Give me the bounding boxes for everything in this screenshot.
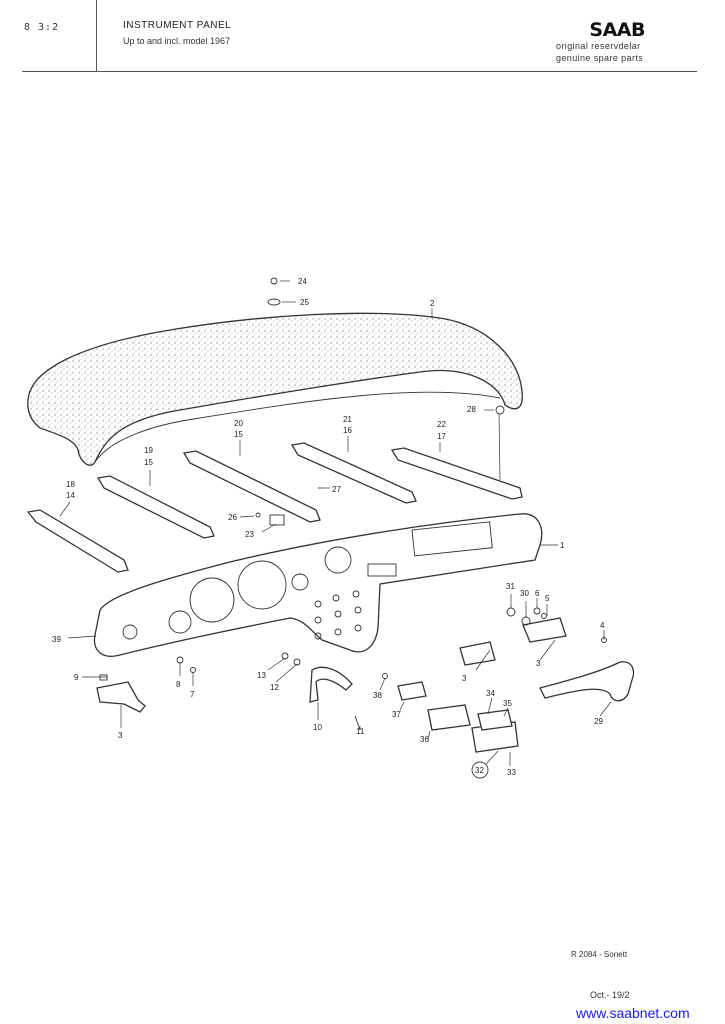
callout-11: 11 — [356, 727, 365, 736]
callout-1: 1 — [560, 541, 565, 550]
callout-28: 28 — [467, 405, 476, 414]
callout-6: 6 — [535, 589, 540, 598]
issue-date: Oct.- 19/2 — [590, 990, 630, 1000]
page-title: INSTRUMENT PANEL — [123, 20, 232, 31]
callout-30: 30 — [520, 589, 529, 598]
callout-9: 9 — [74, 673, 79, 682]
callout-labels: 1 2 3 3 3 4 5 6 7 8 9 10 11 12 13 14 15 … — [52, 277, 605, 779]
page-number: 8 3:2 — [24, 22, 60, 33]
callout-34: 34 — [486, 689, 495, 698]
header-divider — [96, 0, 97, 72]
bracket-22 — [390, 447, 523, 500]
callout-14: 14 — [66, 491, 75, 500]
panel-hole-1 — [122, 624, 138, 640]
small-gauge-right — [324, 546, 352, 574]
callout-4: 4 — [600, 621, 605, 630]
speedometer-gauge — [189, 577, 235, 623]
bracket-18 — [26, 509, 129, 573]
glovebox-opening — [411, 521, 493, 557]
ashtray-housing — [427, 704, 471, 731]
callout-37: 37 — [392, 710, 401, 719]
callout-17: 17 — [437, 432, 446, 441]
callout-8: 8 — [176, 680, 181, 689]
page-subtitle: Up to and incl. model 1967 — [123, 36, 231, 46]
callout-3: 3 — [118, 731, 123, 740]
callout-23: 23 — [245, 530, 254, 539]
callout-36: 36 — [420, 735, 429, 744]
callout-7: 7 — [190, 690, 195, 699]
brand-tagline-swedish: original reservdelar — [556, 41, 641, 51]
switch-holes — [314, 590, 362, 640]
tachometer-gauge — [237, 560, 287, 610]
crash-pad — [27, 312, 523, 466]
ashtray-drawer — [397, 681, 427, 701]
panel-hole-2 — [291, 573, 309, 591]
radio-opening — [367, 563, 397, 577]
bracket-21 — [290, 442, 417, 504]
callout-18: 18 — [66, 480, 75, 489]
callout-16: 16 — [343, 426, 352, 435]
callout-24: 24 — [298, 277, 307, 286]
figure-reference: R 2084 - Sonett — [571, 950, 628, 959]
header-rule — [22, 71, 697, 72]
callout-31: 31 — [506, 582, 515, 591]
callout-38: 38 — [373, 691, 382, 700]
bracket-19 — [96, 475, 215, 539]
callout-35: 35 — [503, 699, 512, 708]
support-bracket-right — [522, 617, 567, 643]
callout-20: 20 — [234, 419, 243, 428]
callout-26: 26 — [228, 513, 237, 522]
callout-21: 21 — [343, 415, 352, 424]
callout-22: 22 — [437, 420, 446, 429]
bracket-20 — [182, 450, 321, 523]
support-bracket-center — [459, 641, 496, 666]
support-bracket-left — [96, 681, 146, 713]
callout-3: 3 — [462, 674, 467, 683]
lighter-bracket — [477, 709, 513, 731]
callout-39: 39 — [52, 635, 61, 644]
saab-logo: SAAB — [589, 19, 645, 41]
callout-3: 3 — [536, 659, 541, 668]
callout-10: 10 — [313, 723, 322, 732]
callout-29: 29 — [594, 717, 603, 726]
instrument-panel — [93, 513, 543, 657]
callout-12: 12 — [270, 683, 279, 692]
leader-lines — [59, 280, 612, 766]
callout-13: 13 — [257, 671, 266, 680]
small-gauge-left — [168, 610, 192, 634]
crash-pad-lip — [94, 391, 501, 463]
grab-handle — [539, 661, 635, 702]
fasteners — [99, 277, 607, 731]
callout-25: 25 — [300, 298, 309, 307]
callout-19: 19 — [144, 446, 153, 455]
callout-15: 15 — [144, 458, 153, 467]
clamp-bracket — [309, 666, 353, 703]
callout-33: 33 — [507, 768, 516, 777]
callout-5: 5 — [545, 594, 550, 603]
callout-32: 32 — [475, 766, 484, 775]
callout-2: 2 — [430, 299, 435, 308]
bracket-strips — [26, 442, 523, 573]
callout-27: 27 — [332, 485, 341, 494]
callout-32-ring — [471, 761, 489, 779]
brand-tagline-english: genuine spare parts — [556, 53, 644, 63]
website-link[interactable]: www.saabnet.com — [576, 1005, 690, 1021]
callout-15: 15 — [234, 430, 243, 439]
